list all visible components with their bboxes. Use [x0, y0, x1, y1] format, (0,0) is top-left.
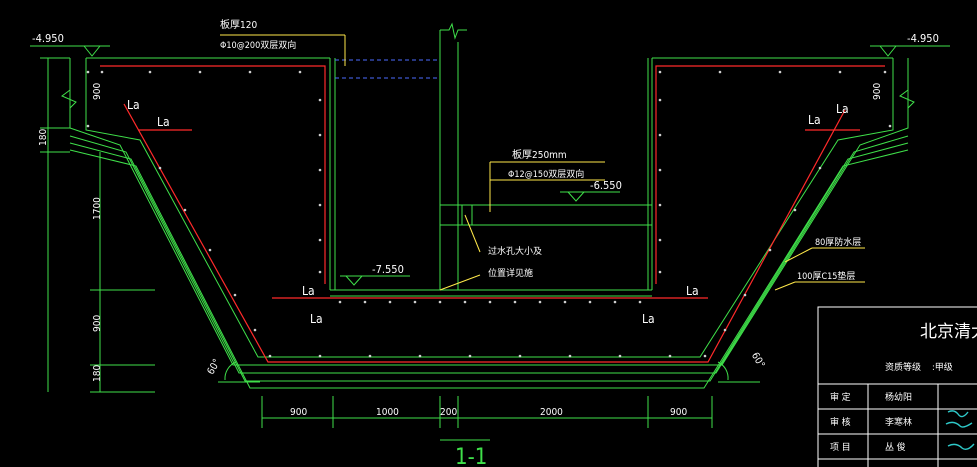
- title-row-role: 审 定: [830, 391, 851, 403]
- left-break: [61, 89, 77, 109]
- dim-bottom: 900: [670, 407, 687, 418]
- elevation-markers: [30, 45, 950, 286]
- elevation-mid: -6.550: [590, 179, 622, 192]
- la-label: La: [836, 102, 849, 116]
- title-row-role: 项 目: [830, 442, 851, 453]
- cushion-note: 100厚C15垫层: [797, 270, 855, 282]
- la-label: La: [302, 284, 315, 298]
- title-row-role: 审 核: [830, 416, 851, 428]
- left-dimension-chain: [40, 57, 155, 393]
- waterproof-note: 80厚防水层: [815, 236, 861, 248]
- mid-slab-thickness-note: 板厚250mm: [512, 148, 567, 161]
- concrete-outline: [61, 22, 915, 389]
- la-label: La: [808, 113, 821, 127]
- bottom-dimension-chain: [261, 396, 713, 441]
- elevation-top-left: -4.950: [32, 32, 64, 45]
- mid-slab-rebar-note: Φ12@150双层双向: [508, 168, 584, 180]
- dim-left: 180: [38, 129, 49, 146]
- section-label: 1-1: [455, 445, 487, 467]
- dim-bottom: 200: [440, 407, 457, 418]
- dim-bottom: 2000: [540, 407, 563, 418]
- rebar-bottom: [123, 103, 846, 363]
- overflow-note-2: 位置详见施: [488, 267, 533, 279]
- top-slab-thickness-note: 板厚120: [220, 18, 257, 31]
- dim-left: 900: [92, 315, 103, 332]
- title-block: [817, 306, 977, 467]
- dim-bottom: 900: [290, 407, 307, 418]
- rebar-dots: [86, 70, 892, 358]
- dim-bottom: 1000: [376, 407, 399, 418]
- la-label: La: [686, 284, 699, 298]
- waterproof-layer-line: [69, 135, 909, 374]
- dim-left: 180: [92, 365, 103, 382]
- elevation-bottom: -7.550: [372, 263, 404, 276]
- dim-left: 900: [92, 83, 103, 100]
- angle-label-right: 60°: [749, 351, 767, 370]
- la-label: La: [157, 115, 170, 129]
- grade-label: 资质等级: [885, 361, 921, 373]
- title-row-name: 李寒林: [885, 416, 912, 428]
- break-line: [440, 22, 467, 40]
- title-row-name: 丛 俊: [885, 441, 906, 453]
- rebar-top-left: [100, 65, 326, 284]
- la-label: La: [310, 312, 323, 326]
- dim-right: 900: [872, 83, 883, 100]
- hidden-pipe: [335, 59, 440, 79]
- dim-left: 1700: [92, 197, 103, 220]
- anchor-labels: La La La La La La La La: [127, 98, 849, 326]
- rebar-lines: [100, 65, 885, 363]
- outer-boundary: [69, 58, 909, 366]
- angle-arcs: [218, 361, 760, 383]
- company-name: 北京清大: [920, 322, 977, 342]
- title-row-name: 杨幼阳: [885, 391, 912, 403]
- cushion-line-1: [69, 142, 909, 382]
- overflow-note-1: 过水孔大小及: [488, 245, 542, 257]
- grade-value: :甲级: [932, 361, 953, 373]
- note-leaders: [220, 34, 865, 291]
- inner-boundary: [85, 58, 894, 358]
- angle-label-left: 60°: [206, 357, 224, 376]
- right-break: [899, 89, 915, 109]
- cushion-line-2: [69, 149, 909, 389]
- elevation-top-right: -4.950: [907, 32, 939, 45]
- la-label: La: [127, 98, 140, 112]
- top-slab-rebar-note: Φ10@200双层双向: [220, 39, 296, 51]
- la-label: La: [642, 312, 655, 326]
- rebar-top-right: [655, 65, 885, 284]
